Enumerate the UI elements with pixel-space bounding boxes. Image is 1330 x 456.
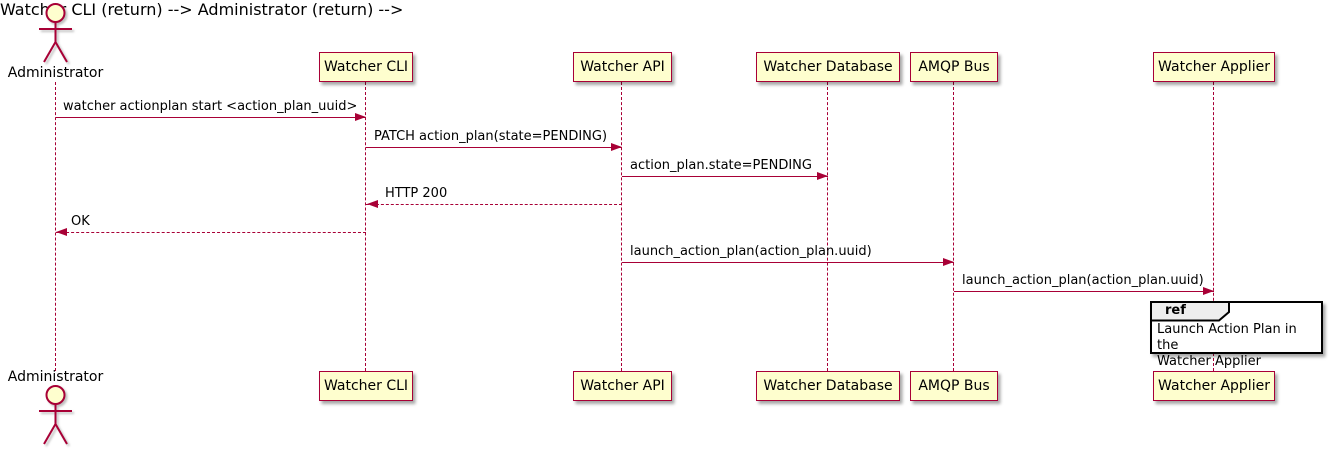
arrowhead-icon <box>943 258 954 266</box>
message-label: PATCH action_plan(state=PENDING) <box>374 129 608 144</box>
arrowhead-icon <box>355 113 366 121</box>
message-label: launch_action_plan(action_plan.uuid) <box>962 273 1204 288</box>
participant-watcher-cli-top: Watcher CLI <box>319 52 413 82</box>
participant-amqp-bus-bottom: AMQP Bus <box>910 371 998 401</box>
message-arrow <box>954 291 1214 292</box>
ref-tag-shape <box>1150 301 1230 322</box>
participant-watcher-database-bottom: Watcher Database <box>756 371 900 401</box>
participant-watcher-applier-bottom: Watcher Applier <box>1153 371 1275 401</box>
actor-icon <box>39 385 72 445</box>
arrowhead-icon <box>817 172 828 180</box>
arrowhead-icon <box>56 228 67 236</box>
participant-amqp-bus-top: AMQP Bus <box>910 52 998 82</box>
message-arrow <box>366 147 622 148</box>
message-return-arrow <box>56 232 366 233</box>
lifeline-watcher-database <box>827 82 828 371</box>
message-label: launch_action_plan(action_plan.uuid) <box>630 244 872 259</box>
message-label: watcher actionplan start <action_plan_uu… <box>63 99 358 114</box>
ref-fragment: ref Launch Action Plan in the Watcher Ap… <box>1150 301 1323 369</box>
lifeline-watcher-cli <box>365 82 366 371</box>
message-return-arrow <box>366 204 622 205</box>
message-arrow <box>622 176 828 177</box>
message-label: OK <box>71 214 90 229</box>
message-label: action_plan.state=PENDING <box>630 158 812 173</box>
participant-watcher-cli-bottom: Watcher CLI <box>319 371 413 401</box>
lifeline-administrator <box>55 82 56 371</box>
lifeline-amqp-bus <box>953 82 954 371</box>
arrowhead-icon <box>611 143 622 151</box>
message-label: HTTP 200 <box>385 186 448 201</box>
lifeline-watcher-applier <box>1213 82 1214 371</box>
participant-watcher-database-top: Watcher Database <box>756 52 900 82</box>
lifeline-watcher-api <box>621 82 622 371</box>
arrowhead-icon <box>1203 287 1214 295</box>
message-arrow <box>56 117 366 118</box>
actor-label-top: Administrator <box>7 65 104 81</box>
participant-watcher-applier-top: Watcher Applier <box>1153 52 1275 82</box>
ref-tag-label: ref <box>1165 303 1186 318</box>
participant-watcher-api-top: Watcher API <box>573 52 672 82</box>
ref-fragment-text: Launch Action Plan in the Watcher Applie… <box>1157 322 1297 369</box>
actor-icon <box>39 3 72 63</box>
message-arrow <box>622 262 954 263</box>
actor-label-bottom: Administrator <box>7 369 104 385</box>
arrowhead-icon <box>367 200 378 208</box>
participant-watcher-api-bottom: Watcher API <box>573 371 672 401</box>
